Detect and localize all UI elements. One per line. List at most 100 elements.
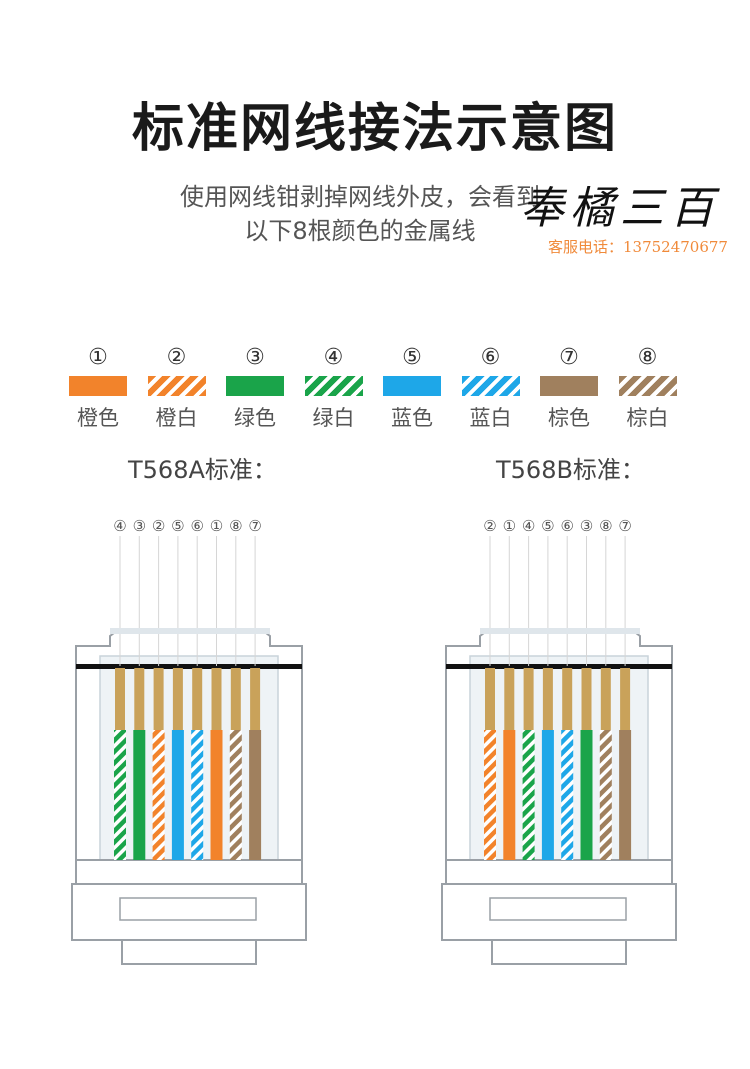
- standard-label-t568b: T568B标准：: [496, 456, 645, 484]
- wire-5: [171, 730, 184, 860]
- gold-contact: [134, 668, 145, 732]
- subtitle: 使用网线钳剥掉网线外皮，会看到 以下8根颜色的金属线: [150, 180, 570, 248]
- cable-stub: [121, 939, 257, 965]
- plug-top-clip: [480, 628, 640, 634]
- legend-item-7: ⑦ 棕色: [539, 343, 599, 432]
- legend-label: 蓝色: [391, 406, 433, 430]
- pin-number: ⑥: [560, 517, 574, 535]
- legend-item-2: ② 橙白: [147, 343, 207, 432]
- gold-contact: [620, 668, 631, 732]
- legend-label: 蓝白: [469, 406, 512, 430]
- legend-swatch: [304, 376, 363, 396]
- legend-label: 棕色: [548, 406, 590, 430]
- plug-boot-window: [119, 897, 257, 921]
- legend-item-1: ① 橙色: [68, 343, 128, 432]
- gold-contact: [523, 668, 534, 732]
- wire-3: [580, 730, 593, 860]
- legend-number: ⑧: [637, 345, 658, 370]
- gold-contact: [153, 668, 164, 732]
- legend-number: ⑥: [480, 345, 501, 370]
- pin-number: ④: [521, 517, 536, 535]
- subtitle-line-1: 使用网线钳剥掉网线外皮，会看到: [180, 183, 540, 211]
- legend-swatch: [226, 376, 284, 396]
- legend-item-6: ⑥ 蓝白: [461, 343, 521, 432]
- plug-black-bar: [446, 664, 672, 669]
- pin-number: ⑦: [248, 517, 262, 535]
- legend-item-8: ⑧ 棕白: [618, 343, 678, 432]
- legend-item-4: ④ 绿白: [304, 343, 364, 432]
- wire-5: [541, 730, 554, 860]
- wire-8: [599, 730, 612, 860]
- legend-label: 绿色: [234, 406, 276, 430]
- gold-contact: [542, 668, 553, 732]
- gold-contact: [115, 668, 125, 732]
- wire-3: [133, 730, 146, 860]
- wire-1: [210, 730, 223, 860]
- gold-contact: [600, 668, 611, 732]
- legend-swatch: [383, 376, 441, 396]
- pin-number: ③: [132, 517, 147, 535]
- legend-number: ①: [88, 345, 108, 370]
- plug-collar: [445, 859, 673, 885]
- pin-number: ③: [579, 517, 594, 535]
- gold-contact: [211, 668, 222, 732]
- brand-watermark: 奉橘三百: [520, 183, 720, 234]
- wire-7: [619, 730, 632, 860]
- gold-contact: [192, 668, 203, 732]
- contact-phone: 客服电话：13752470677: [548, 238, 728, 256]
- pin-number: ⑥: [190, 517, 204, 535]
- legend-label: 橙色: [77, 406, 119, 430]
- wire-6: [561, 730, 574, 860]
- cable-stub: [491, 939, 627, 965]
- wire-2: [152, 730, 165, 860]
- wire-7: [249, 730, 262, 860]
- pin-number: ⑤: [541, 517, 555, 535]
- legend-label: 橙白: [155, 406, 198, 430]
- page-title: 标准网线接法示意图: [131, 99, 618, 159]
- pin-number: ②: [151, 517, 166, 535]
- legend-swatch: [69, 376, 127, 396]
- pin-number: ⑦: [618, 517, 632, 535]
- plug-housing: [469, 655, 649, 863]
- wire-4: [522, 730, 535, 860]
- legend-swatch: [147, 376, 206, 396]
- legend-swatch: [461, 376, 520, 396]
- pin-number: ①: [209, 517, 224, 535]
- legend-swatch: [618, 376, 677, 396]
- gold-contact: [581, 668, 592, 732]
- legend-number: ④: [323, 345, 344, 370]
- legend-label: 棕白: [626, 406, 669, 430]
- plug-housing: [99, 655, 279, 863]
- gold-contact: [562, 668, 573, 732]
- wire-1: [503, 730, 516, 860]
- plug-boot-window: [489, 897, 627, 921]
- pin-number: ⑧: [599, 517, 613, 535]
- t568b-plug-diagram: [441, 536, 677, 965]
- gold-contact: [485, 668, 495, 732]
- wire-2: [484, 730, 496, 860]
- pin-number: ①: [502, 517, 517, 535]
- legend-number: ②: [166, 345, 187, 370]
- pin-number: ⑤: [171, 517, 185, 535]
- gold-contact: [230, 668, 241, 732]
- t568a-plug-diagram: [71, 536, 307, 965]
- plug-top-clip: [110, 628, 270, 634]
- subtitle-line-2: 以下8根颜色的金属线: [244, 217, 476, 245]
- plug-black-bar: [76, 664, 302, 669]
- gold-contact: [250, 668, 261, 732]
- pin-number: ④: [113, 517, 127, 535]
- legend-swatch: [540, 376, 598, 396]
- pin-number: ②: [483, 517, 497, 535]
- wire-4: [114, 730, 126, 860]
- pin-number: ⑧: [229, 517, 243, 535]
- legend-label: 绿白: [312, 406, 355, 430]
- gold-contact: [504, 668, 515, 732]
- plug-collar: [75, 859, 303, 885]
- wire-8: [229, 730, 242, 860]
- wire-6: [191, 730, 204, 860]
- legend-number: ⑦: [559, 345, 579, 370]
- gold-contact: [172, 668, 183, 732]
- standard-label-t568a: T568A标准：: [128, 456, 277, 484]
